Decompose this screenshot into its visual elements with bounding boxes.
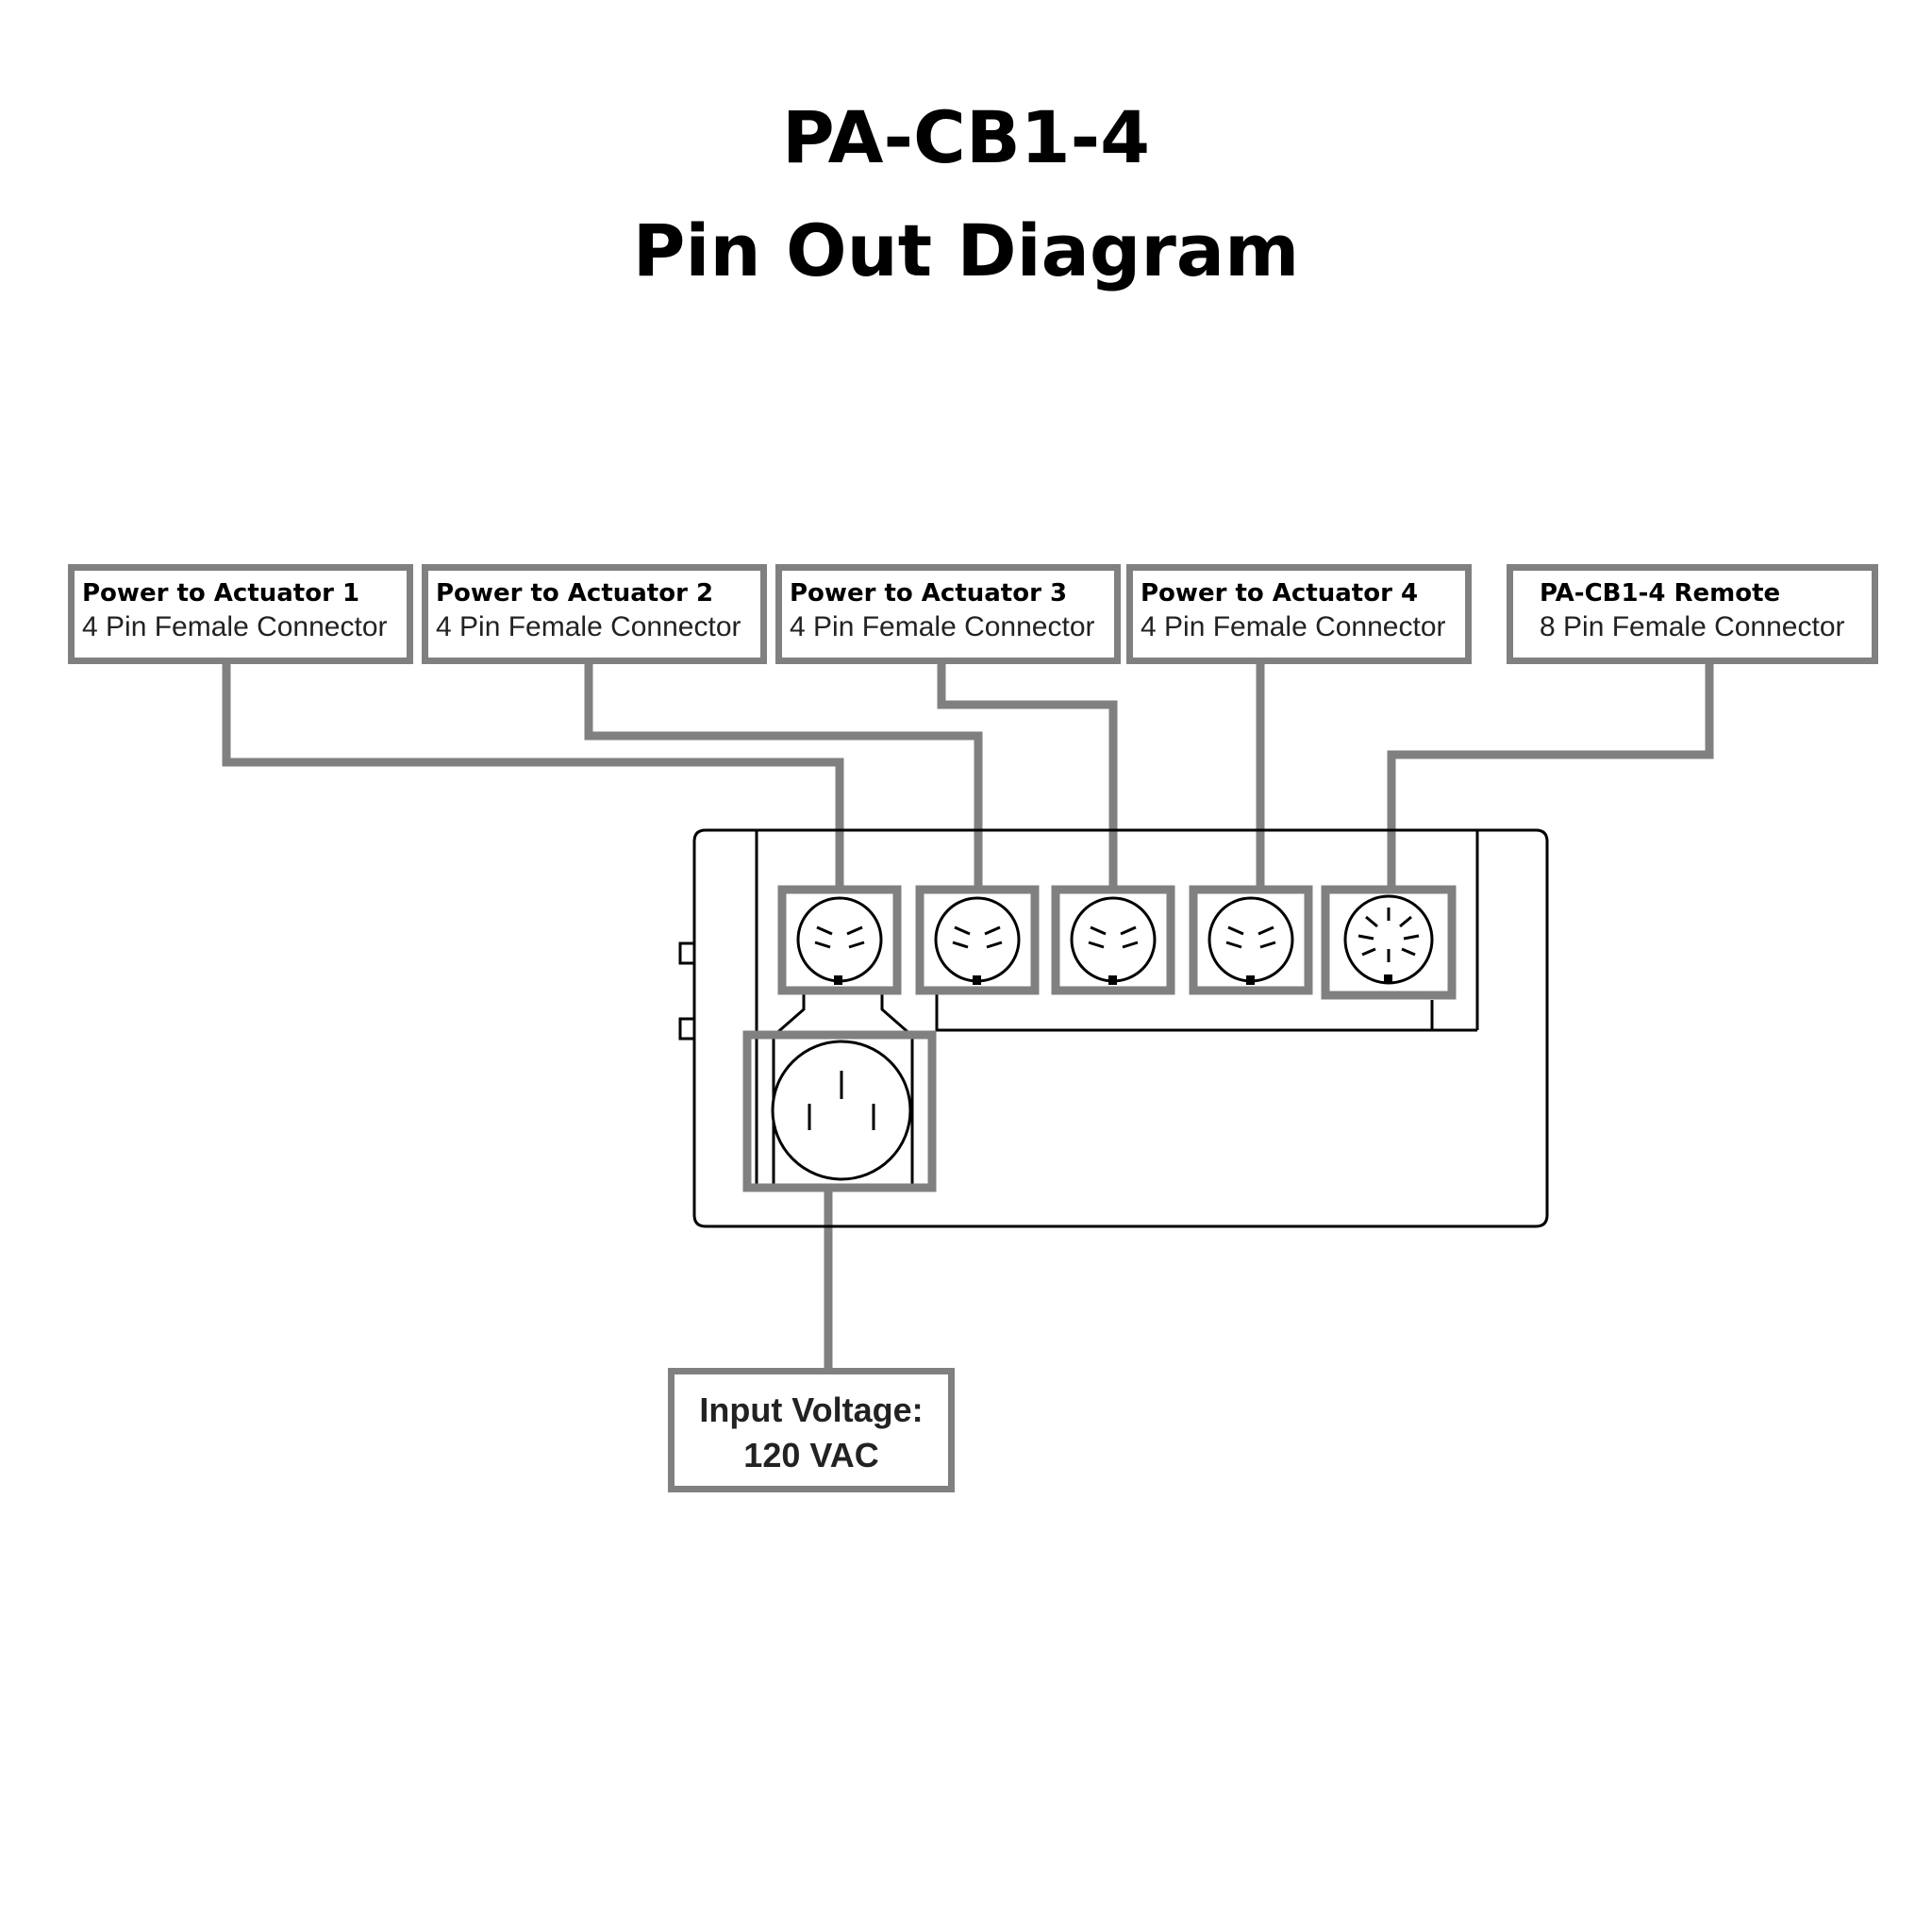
label-remote: PA-CB1-4 Remote 8 Pin Female Connector [1507, 564, 1878, 664]
label-actuator-4-name: Power to Actuator 4 [1141, 579, 1419, 608]
leader-remote [1387, 662, 1714, 891]
label-actuator-2: Power to Actuator 2 4 Pin Female Connect… [422, 564, 767, 664]
label-actuator-2-type: 4 Pin Female Connector [436, 611, 741, 642]
leader-actuator-2 [584, 660, 983, 891]
label-actuator-1: Power to Actuator 1 4 Pin Female Connect… [68, 564, 413, 664]
label-remote-name: PA-CB1-4 Remote [1540, 579, 1781, 608]
connector-actuator-2 [915, 885, 1040, 995]
label-actuator-4-type: 4 Pin Female Connector [1141, 611, 1446, 642]
connector-remote [1321, 885, 1457, 1000]
connector-actuator-4 [1189, 885, 1313, 995]
label-actuator-3-name: Power to Actuator 3 [790, 579, 1068, 608]
connector-actuator-1 [777, 885, 902, 995]
control-box-outline [692, 828, 1549, 1228]
leader-actuator-3 [937, 660, 1118, 891]
side-tab-lower [678, 1017, 696, 1041]
side-tab-upper [678, 941, 696, 965]
label-input-voltage-value: 120 VAC [743, 1436, 879, 1474]
label-remote-type: 8 Pin Female Connector [1540, 611, 1845, 642]
power-inlet-collar-right [880, 991, 914, 1184]
connector-strip [935, 991, 1477, 1032]
leader-actuator-1 [222, 660, 844, 891]
label-actuator-1-name: Power to Actuator 1 [82, 579, 360, 608]
label-input-voltage-title: Input Voltage: [699, 1391, 924, 1429]
connector-actuator-3 [1051, 885, 1175, 995]
label-actuator-3-type: 4 Pin Female Connector [790, 611, 1095, 642]
leader-lines [222, 660, 1714, 1373]
diagram-title: PA-CB1-4 [781, 95, 1151, 179]
power-inlet [742, 1030, 937, 1192]
label-actuator-3: Power to Actuator 3 4 Pin Female Connect… [775, 564, 1121, 664]
label-actuator-2-name: Power to Actuator 2 [436, 579, 714, 608]
label-actuator-1-type: 4 Pin Female Connector [82, 611, 388, 642]
label-actuator-4: Power to Actuator 4 4 Pin Female Connect… [1126, 564, 1472, 664]
label-input-voltage: Input Voltage: 120 VAC [668, 1368, 955, 1492]
diagram-subtitle: Pin Out Diagram [632, 208, 1300, 292]
